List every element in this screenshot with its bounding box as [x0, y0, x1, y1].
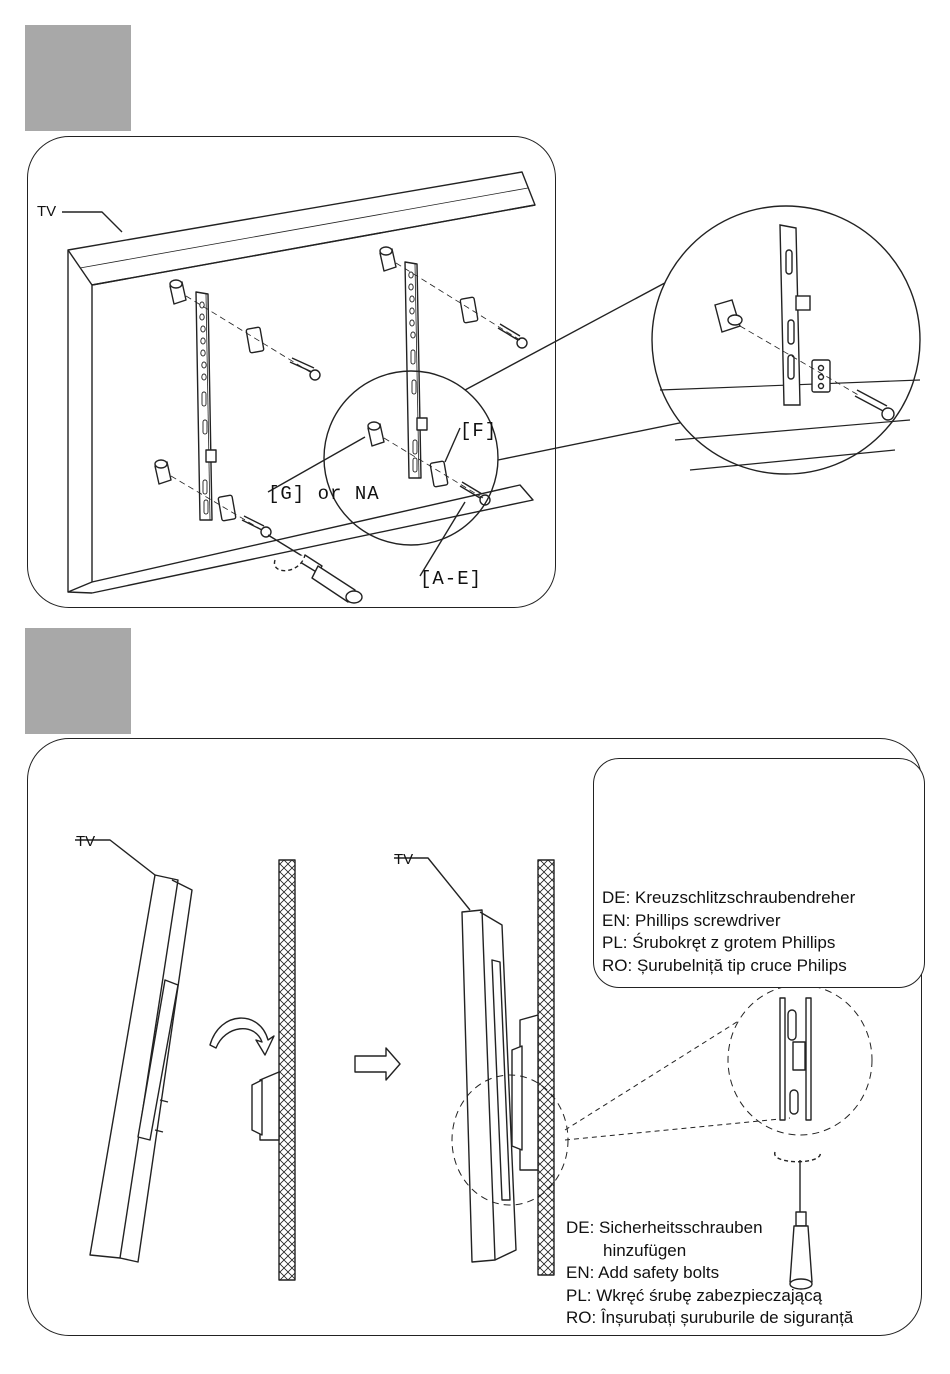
safety-en: EN: Add safety bolts	[566, 1262, 853, 1285]
tv-tilted-left	[90, 875, 192, 1262]
tool-info-box: DE: Kreuzschlitzschraubendreher EN: Phil…	[593, 758, 925, 988]
safety-de-line-2: hinzufügen	[566, 1240, 853, 1263]
tool-name-ro: RO: Șurubelniță tip cruce Philips	[602, 955, 855, 978]
safety-ro: RO: Înșurubați șuruburile de siguranță	[566, 1307, 853, 1330]
tool-name-pl: PL: Śrubokręt z grotem Phillips	[602, 932, 855, 955]
wall-section-left	[279, 860, 295, 1280]
wall-bracket-left	[260, 1072, 279, 1140]
tool-name-en: EN: Phillips screwdriver	[602, 910, 855, 933]
screw-label-ae: [A-E]	[420, 568, 482, 590]
safety-pl: PL: Wkręć śrubę zabezpieczającą	[566, 1285, 853, 1308]
tv-label-right: TV	[394, 851, 413, 868]
arrow-right-icon	[355, 1048, 400, 1080]
tv-mounted-right	[462, 910, 516, 1262]
wall-section-right	[538, 860, 554, 1275]
rotate-arrow-icon	[210, 1018, 274, 1055]
tool-name-de: DE: Kreuzschlitzschraubendreher	[602, 887, 855, 910]
safety-bolt-detail	[780, 998, 811, 1120]
tv-label: TV	[37, 203, 56, 220]
safety-bolt-instructions: DE: Sicherheitsschrauben hinzufügen EN: …	[566, 1217, 853, 1330]
tool-name-translations: DE: Kreuzschlitzschraubendreher EN: Phil…	[602, 887, 855, 977]
spacer-label-g: [G] or NA	[268, 483, 380, 505]
safety-de-line-1: DE: Sicherheitsschrauben	[566, 1217, 853, 1240]
washer-label-f: [F]	[460, 420, 497, 442]
tv-label-left: TV	[76, 833, 95, 850]
